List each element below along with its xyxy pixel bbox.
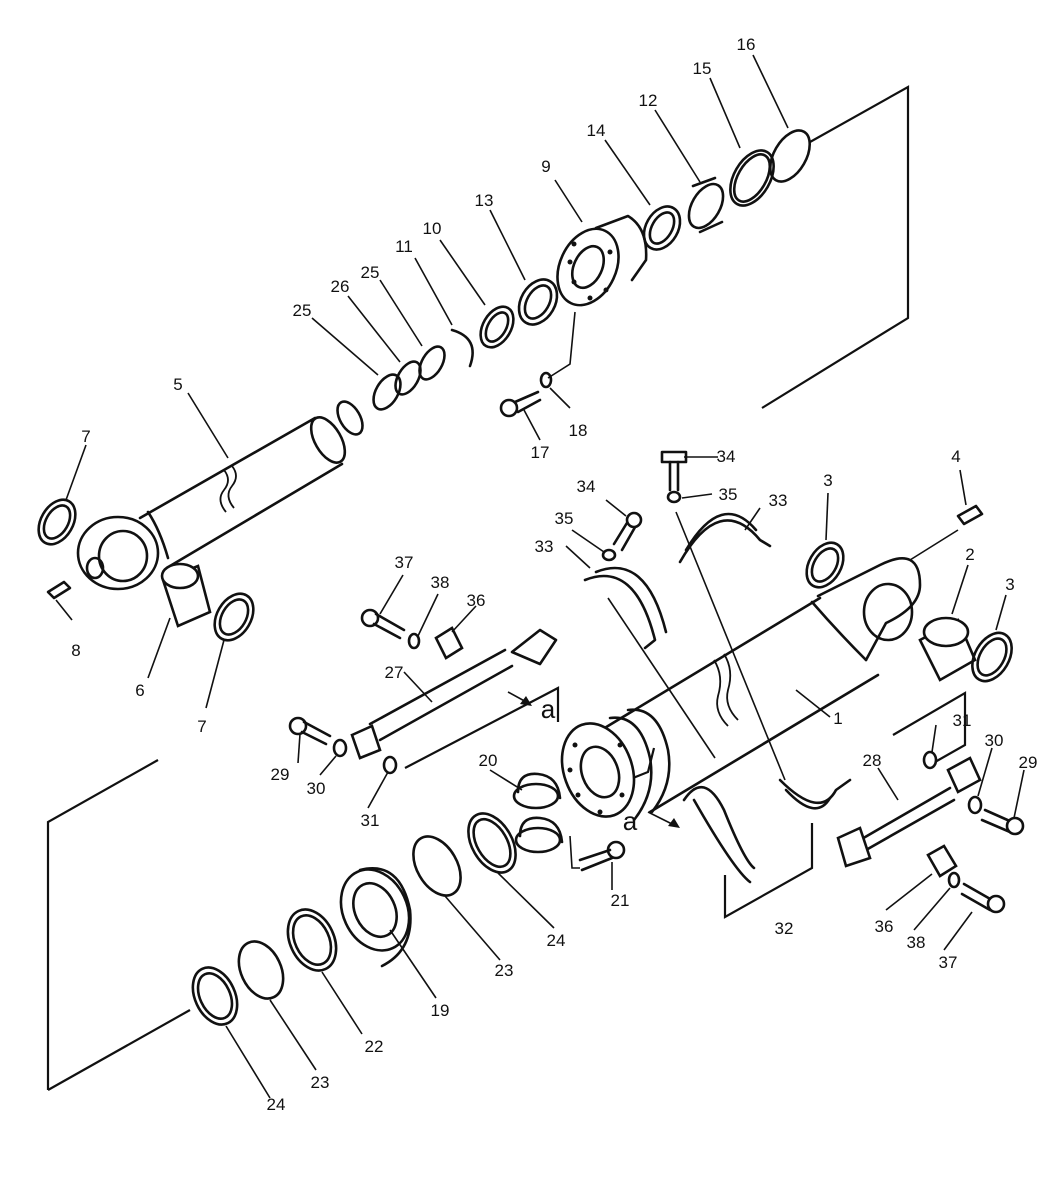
callout-15: 15	[693, 59, 712, 78]
callout-34-right: 34	[717, 447, 736, 466]
callout-29-right: 29	[1019, 753, 1038, 772]
callout-31-right: 31	[953, 711, 972, 730]
callout-5: 5	[173, 375, 182, 394]
callout-24-upper: 24	[547, 931, 566, 950]
callout-11: 11	[395, 237, 413, 256]
callout-33-right: 33	[769, 491, 788, 510]
callout-26: 26	[331, 277, 350, 296]
frame-lines	[46, 85, 967, 1091]
callout-12: 12	[639, 91, 658, 110]
callout-labels: 1 2 3 3 4 5 6 7 7 8 9 10 11 12 13 14 15 …	[71, 35, 1037, 1114]
callout-33-left: 33	[535, 537, 554, 556]
ref-mark-a-lower: a	[623, 806, 638, 836]
callout-25-a: 25	[293, 301, 312, 320]
callout-28: 28	[863, 751, 882, 770]
callout-24-lower: 24	[267, 1095, 286, 1114]
callout-35-right: 35	[719, 485, 738, 504]
callout-22: 22	[365, 1037, 384, 1056]
callout-19: 19	[431, 1001, 450, 1020]
callout-17: 17	[531, 443, 550, 462]
callout-18: 18	[569, 421, 588, 440]
callout-4: 4	[951, 447, 960, 466]
callout-30-right: 30	[985, 731, 1004, 750]
cylinder-head	[556, 214, 648, 307]
clamp-parts	[583, 450, 772, 650]
callout-30-left: 30	[307, 779, 326, 798]
callout-23-upper: 23	[495, 961, 514, 980]
callout-36-left: 36	[467, 591, 486, 610]
callout-34-left: 34	[577, 477, 596, 496]
callout-25-b: 25	[361, 263, 380, 282]
piston-parts	[191, 772, 626, 1026]
callout-23-lower: 23	[311, 1073, 330, 1092]
leader-lines	[55, 54, 1025, 1099]
callout-32: 32	[775, 919, 794, 938]
callout-8: 8	[71, 641, 80, 660]
callout-20: 20	[479, 751, 498, 770]
callout-38-left: 38	[431, 573, 450, 592]
ref-mark-a-upper: a	[541, 694, 556, 724]
callout-9: 9	[541, 157, 550, 176]
callout-14: 14	[587, 121, 606, 140]
callout-10: 10	[423, 219, 442, 238]
rod-end-parts	[37, 498, 255, 642]
callout-7-upper: 7	[81, 427, 90, 446]
callout-27: 27	[385, 663, 404, 682]
callout-37-right: 37	[939, 953, 958, 972]
callout-3-right: 3	[1005, 575, 1014, 594]
cylinder-tube	[560, 557, 922, 822]
callout-13: 13	[475, 191, 494, 210]
piston-rod	[76, 400, 364, 591]
hose-left	[288, 608, 558, 775]
callout-36-right: 36	[875, 917, 894, 936]
callout-38-right: 38	[907, 933, 926, 952]
callout-37-left: 37	[395, 553, 414, 572]
bolt-17	[499, 371, 553, 418]
callout-3-upper: 3	[823, 471, 832, 490]
head-rings	[642, 129, 811, 251]
lower-clamps	[682, 778, 852, 884]
callout-16: 16	[737, 35, 756, 54]
callout-6: 6	[135, 681, 144, 700]
callout-7-lower: 7	[197, 717, 206, 736]
tube-end-parts	[805, 504, 1013, 683]
callout-21: 21	[611, 891, 630, 910]
rod-seal-rings	[372, 278, 559, 411]
callout-29-left: 29	[271, 765, 290, 784]
callout-31-left: 31	[361, 811, 380, 830]
hose-right	[836, 750, 1025, 914]
callout-35-left: 35	[555, 509, 574, 528]
ref-arrows	[507, 691, 680, 828]
callout-2: 2	[965, 545, 974, 564]
callout-1: 1	[833, 709, 842, 728]
